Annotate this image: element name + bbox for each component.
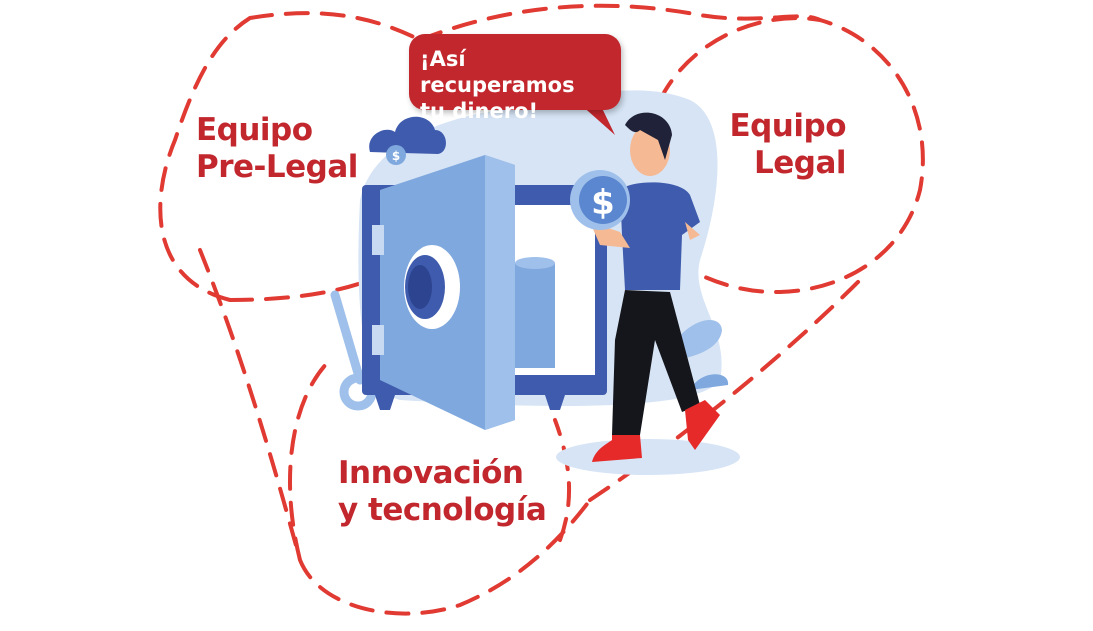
svg-text:$: $ [392, 149, 400, 163]
floor-shadow [556, 439, 740, 475]
circle-legal [658, 16, 925, 295]
label-equipo-pre-legal: Equipo Pre-Legal [196, 112, 358, 185]
safe-dial [404, 245, 460, 329]
coin-stack [515, 257, 555, 368]
circle-pre-legal [158, 11, 422, 302]
circle-innovation [198, 248, 862, 616]
person [590, 112, 720, 462]
label-innovacion-tecnologia: Innovación y tecnología [338, 455, 547, 528]
speech-bubble-tail [580, 104, 615, 135]
top-arc [418, 3, 822, 42]
label-equipo-legal: Equipo Legal [729, 108, 846, 181]
svg-text:$: $ [591, 183, 615, 223]
dollar-coin-icon: $ [570, 170, 630, 230]
cloud-icon: $ [369, 116, 446, 165]
speech-bubble: ¡Así recuperamos tu dinero! [409, 34, 621, 123]
